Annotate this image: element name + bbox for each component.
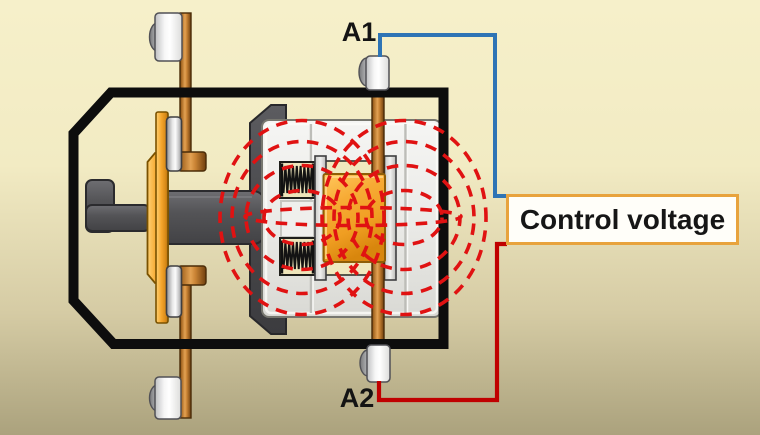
control-voltage-box: Control voltage: [506, 194, 739, 245]
control-wire-blue: [378, 33, 507, 198]
control-voltage-label: Control voltage: [519, 203, 726, 235]
terminal-cap-top-left: [148, 12, 183, 62]
terminal-cap-bottom-left: [148, 376, 182, 420]
stationary-contact-bottom: [177, 265, 207, 419]
contact-carrier-bar: [146, 111, 169, 324]
housing-outline: [68, 87, 449, 349]
spring-top: [282, 165, 313, 194]
magnetic-field-lines: [218, 118, 488, 317]
moving-contact-pads: [165, 116, 183, 318]
terminal-cap-a1: [358, 55, 390, 91]
control-wire-red: [376, 241, 507, 403]
terminal-label-a1: A1: [341, 17, 377, 47]
armature-lever: [85, 179, 266, 245]
terminal-label-a2: A2: [339, 383, 375, 413]
terminal-cap-a2: [359, 344, 391, 383]
stationary-contact-top: [177, 12, 207, 172]
spring-bottom: [282, 241, 313, 270]
